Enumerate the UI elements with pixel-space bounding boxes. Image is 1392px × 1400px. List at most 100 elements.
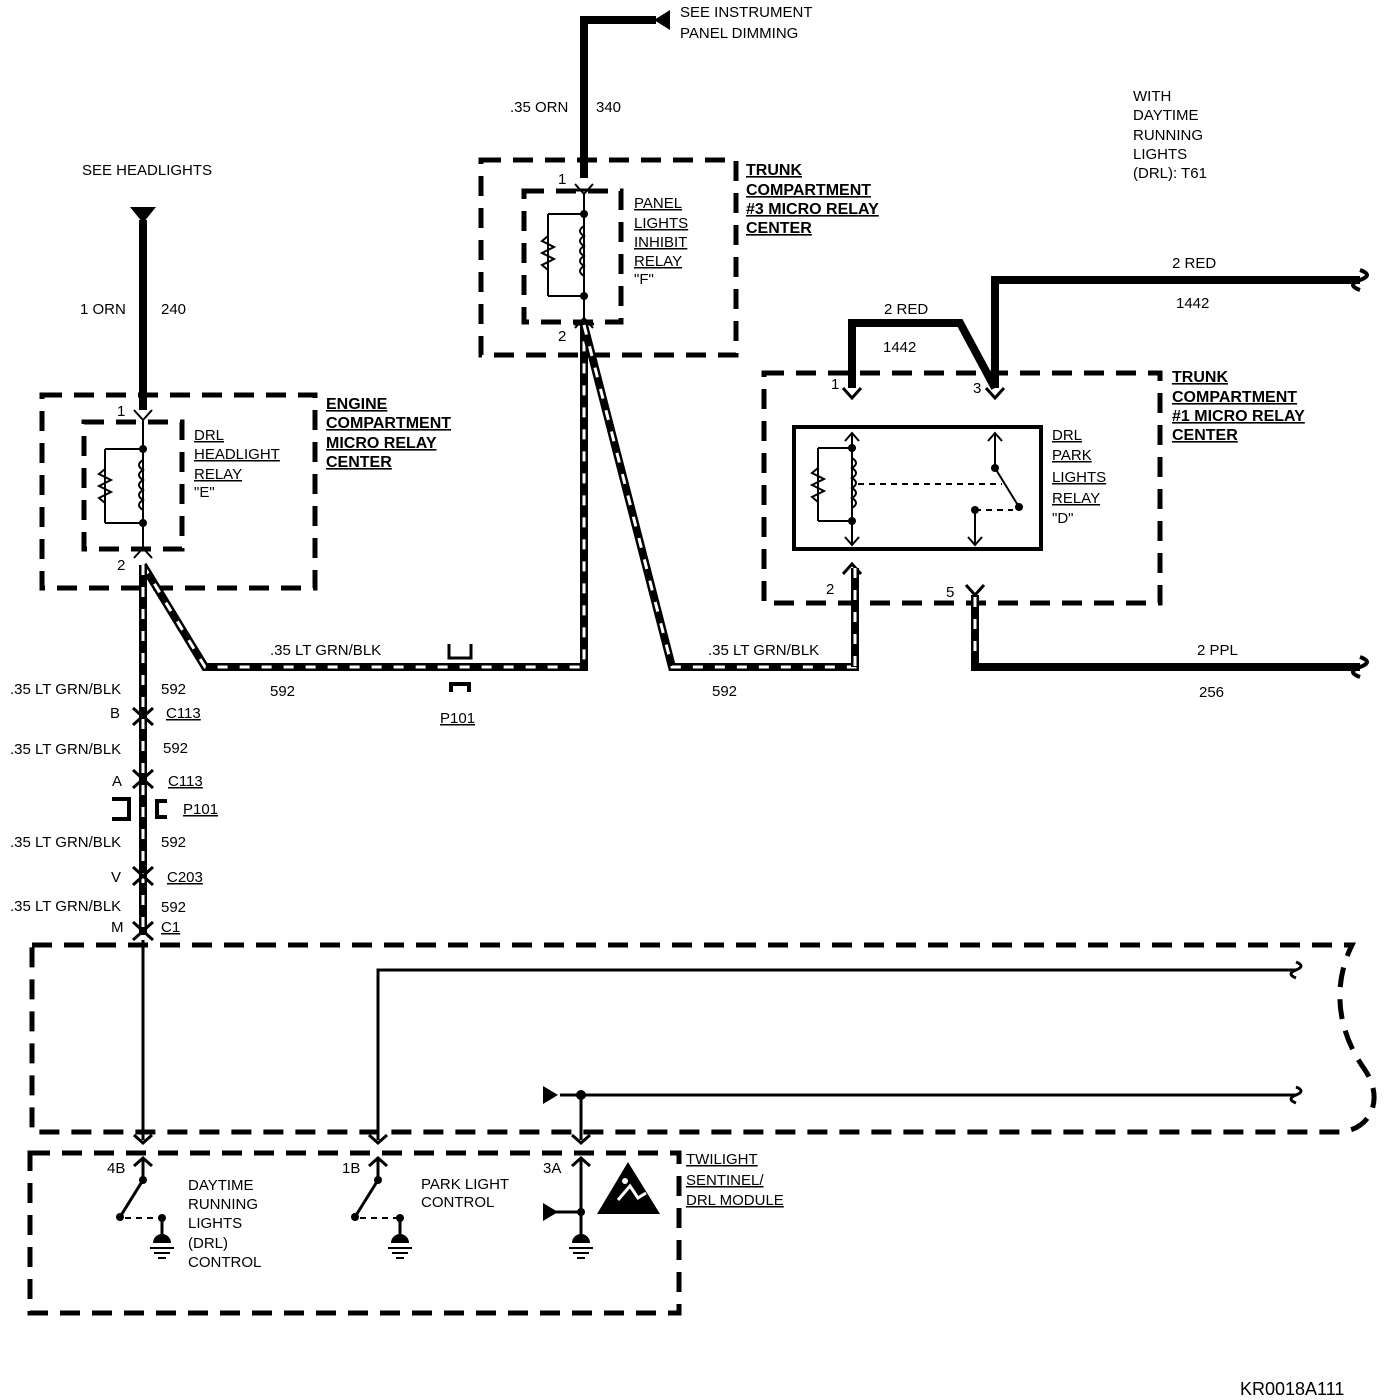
svg-text:DRL: DRL — [194, 427, 224, 444]
wire-256 — [971, 595, 1369, 679]
drl-control-label: DAYTIME RUNNING LIGHTS (DRL) CONTROL — [188, 1177, 261, 1271]
svg-text:RELAY: RELAY — [1052, 490, 1100, 507]
connector-c1-m-name: C1 — [161, 919, 180, 936]
diagram-id: KR0018A111 — [1240, 1379, 1344, 1399]
connector-c113-b-name: C113 — [166, 705, 201, 722]
drl-headlight-relay-label: DRL HEADLIGHT RELAY "E" — [194, 427, 280, 501]
trunk3-relay-center-box — [478, 157, 739, 358]
svg-text:(DRL): (DRL) — [188, 1235, 228, 1252]
connector-c203-v-pin: V — [111, 869, 121, 886]
drl-park-pin2: 2 — [826, 581, 834, 598]
svg-text:HEADLIGHT: HEADLIGHT — [194, 446, 280, 463]
wire-592-v4-color: .35 LT GRN/BLK — [10, 898, 121, 915]
connector-c203-v — [131, 865, 155, 887]
panel-relay-coil — [539, 183, 594, 329]
wire-592-left-color: .35 LT GRN/BLK — [270, 642, 381, 659]
panel-relay-pin2: 2 — [558, 328, 566, 345]
trunk1-relay-center-box — [761, 370, 1163, 606]
drl-headlight-relay-pin2: 2 — [117, 557, 125, 574]
sensor-ground — [543, 1160, 593, 1259]
p101-vertical-label: P101 — [183, 801, 218, 818]
wire-240-circuit: 240 — [161, 301, 186, 318]
wire-240-color: 1 ORN — [80, 301, 126, 318]
svg-text:LIGHTS: LIGHTS — [188, 1215, 242, 1232]
wire-256-circuit: 256 — [1199, 684, 1224, 701]
wire-1442-top-color: 2 RED — [1172, 255, 1216, 272]
connector-c113-b — [131, 706, 155, 727]
panel-relay-box — [521, 188, 624, 325]
svg-text:RELAY: RELAY — [194, 466, 242, 483]
wire-592-v4-circuit: 592 — [161, 899, 186, 916]
drl-headlight-relay-pin1: 1 — [117, 403, 125, 420]
svg-text:#1 MICRO RELAY: #1 MICRO RELAY — [1172, 408, 1305, 425]
park-control-label: PARK LIGHT CONTROL — [421, 1176, 509, 1211]
wire-break-icon — [1351, 655, 1369, 679]
module-lower-box — [27, 1150, 682, 1316]
wire-1442-top-circuit: 1442 — [1176, 295, 1209, 312]
drl-control-switch — [116, 1160, 174, 1259]
connector-c1-m — [131, 920, 155, 942]
p101-horizontal-label: P101 — [440, 710, 475, 727]
wire-1442-mid-circuit: 1442 — [883, 339, 916, 356]
wire-break-icon — [1289, 1085, 1303, 1105]
drl-park-relay-label: DRL PARK LIGHTS RELAY "D" — [1052, 427, 1106, 527]
svg-text:MICRO RELAY: MICRO RELAY — [326, 435, 437, 452]
engine-label: ENGINE COMPARTMENT MICRO RELAY CENTER — [326, 396, 451, 471]
wire-340-circuit: 340 — [596, 99, 621, 116]
wire-592-v2-color: .35 LT GRN/BLK — [10, 741, 121, 758]
module-pin-3a: 3A — [543, 1160, 561, 1177]
svg-text:RUNNING: RUNNING — [188, 1196, 258, 1213]
svg-text:CENTER: CENTER — [746, 220, 812, 237]
drl-headlight-relay-box — [81, 419, 185, 552]
option-note: WITH DAYTIME RUNNING LIGHTS (DRL): T61 — [1133, 88, 1207, 182]
engine-relay-center-box — [39, 392, 318, 591]
drl-headlight-relay-coil — [96, 409, 153, 559]
wire-592-v2-circuit: 592 — [163, 740, 188, 757]
p101-vertical-splice-icon — [112, 797, 171, 821]
splice-arrow-icon — [543, 1086, 558, 1104]
panel-relay-pin1: 1 — [558, 171, 566, 188]
drl-park-pin3: 3 — [973, 380, 981, 397]
trunk3-label: TRUNK COMPARTMENT #3 MICRO RELAY CENTER — [746, 162, 879, 237]
connector-c113-a-name: C113 — [168, 773, 203, 790]
reference-arrow-icon — [130, 207, 156, 223]
svg-text:WITH: WITH — [1133, 88, 1171, 105]
svg-text:(DRL): T61: (DRL): T61 — [1133, 165, 1207, 182]
module-pin-1b: 1B — [342, 1160, 360, 1177]
wire-592-v3-circuit: 592 — [161, 834, 186, 851]
drl-park-relay-internals — [809, 386, 1023, 598]
svg-text:"E": "E" — [194, 484, 215, 501]
svg-text:LIGHTS: LIGHTS — [1133, 146, 1187, 163]
ref-panel-dimming-line1: SEE INSTRUMENT — [680, 4, 813, 21]
wire-1442-mid-color: 2 RED — [884, 301, 928, 318]
svg-text:LIGHTS: LIGHTS — [1052, 469, 1106, 486]
svg-text:PARK LIGHT: PARK LIGHT — [421, 1176, 509, 1193]
svg-text:TRUNK: TRUNK — [1172, 369, 1228, 386]
svg-text:CENTER: CENTER — [1172, 427, 1238, 444]
svg-text:TWILIGHT: TWILIGHT — [686, 1151, 758, 1168]
wire-592-right-circuit: 592 — [712, 683, 737, 700]
module-name-label: TWILIGHT SENTINEL/ DRL MODULE — [686, 1151, 784, 1209]
p101-splice-icon — [447, 644, 473, 696]
svg-text:COMPARTMENT: COMPARTMENT — [326, 415, 451, 432]
svg-text:COMPARTMENT: COMPARTMENT — [1172, 389, 1297, 406]
svg-text:"D": "D" — [1052, 510, 1073, 527]
drl-park-pin5: 5 — [946, 584, 954, 601]
wire-256-color: 2 PPL — [1197, 642, 1238, 659]
module-pin-4b: 4B — [107, 1160, 125, 1177]
wire-1442-mid — [848, 319, 999, 390]
wire-592-left-circuit: 592 — [270, 683, 295, 700]
drl-park-pin1: 1 — [831, 376, 839, 393]
svg-text:COMPARTMENT: COMPARTMENT — [746, 182, 871, 199]
trunk1-label: TRUNK COMPARTMENT #1 MICRO RELAY CENTER — [1172, 369, 1305, 444]
svg-text:SENTINEL/: SENTINEL/ — [686, 1172, 764, 1189]
connector-c113-a — [131, 768, 155, 790]
connector-c113-b-pin: B — [110, 705, 120, 722]
svg-text:LIGHTS: LIGHTS — [634, 215, 688, 232]
wire-592-right-color: .35 LT GRN/BLK — [708, 642, 819, 659]
svg-text:"F": "F" — [634, 271, 654, 288]
svg-text:PANEL: PANEL — [634, 195, 682, 212]
svg-text:TRUNK: TRUNK — [746, 162, 802, 179]
connector-c113-a-pin: A — [112, 773, 122, 790]
svg-text:CONTROL: CONTROL — [188, 1254, 261, 1271]
